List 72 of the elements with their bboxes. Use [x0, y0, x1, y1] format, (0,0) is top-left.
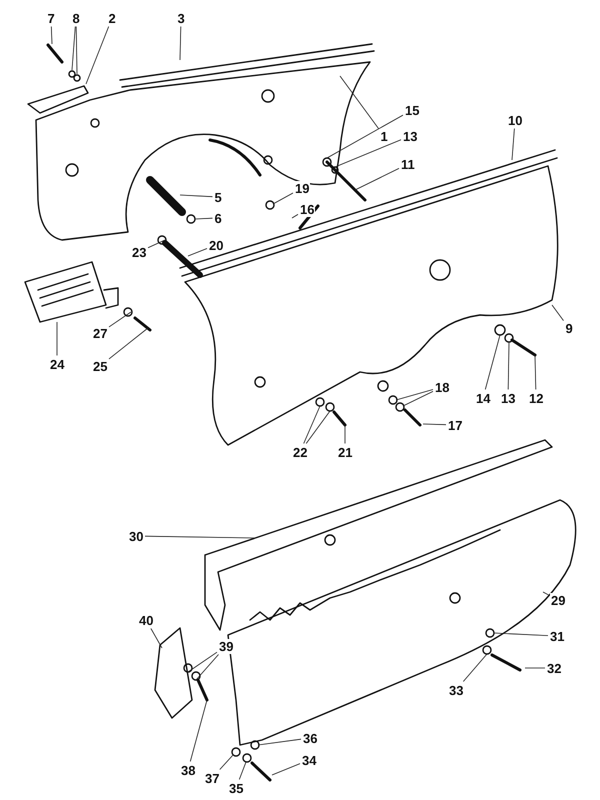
- leader-line: [326, 114, 404, 158]
- callout-number: 22: [292, 444, 308, 460]
- leader-line: [306, 410, 330, 444]
- callout-number: 25: [92, 358, 108, 374]
- leader-line: [508, 342, 510, 390]
- leader-line: [303, 406, 320, 444]
- leader-line: [534, 354, 536, 390]
- callout-number: 16: [299, 202, 316, 216]
- leader-line: [272, 192, 294, 204]
- leader-line: [512, 128, 515, 160]
- leader-line: [76, 26, 78, 74]
- leader-line: [258, 738, 302, 746]
- callout-number: 9: [564, 320, 574, 336]
- callout-number: 27: [92, 326, 108, 340]
- callout-number: 2: [108, 10, 117, 26]
- callout-number: 37: [204, 770, 220, 786]
- callout-number: 13: [500, 390, 516, 406]
- leader-line: [72, 26, 76, 70]
- callout-number: 34: [301, 752, 318, 768]
- callout-number: 21: [337, 444, 354, 460]
- callout-number: 38: [180, 762, 196, 778]
- callout-number: 19: [294, 180, 310, 196]
- callout-number: 35: [228, 780, 244, 796]
- callout-number: 8: [72, 10, 81, 26]
- leader-line: [50, 26, 52, 44]
- callout-number: 24: [49, 356, 66, 372]
- leader-line: [86, 26, 110, 84]
- leader-line: [188, 248, 208, 256]
- callout-number: 23: [131, 244, 148, 260]
- leader-line: [402, 391, 434, 406]
- leader-line: [144, 536, 256, 538]
- leader-line: [188, 652, 218, 672]
- leader-line: [180, 194, 213, 198]
- leader-line: [56, 322, 58, 356]
- callout-number: 13: [402, 128, 418, 144]
- leader-line: [150, 628, 162, 648]
- leader-line: [219, 754, 234, 770]
- leader-line: [196, 654, 219, 680]
- callout-number: 6: [214, 210, 223, 226]
- callout-number: 33: [448, 682, 464, 698]
- leader-line: [494, 632, 548, 636]
- leader-line: [334, 139, 402, 168]
- leader-line: [462, 654, 488, 682]
- leader-line: [238, 762, 246, 780]
- callout-number: 39: [218, 638, 234, 654]
- leader-line: [148, 240, 166, 248]
- callout-number: 40: [138, 612, 154, 628]
- leader-line: [190, 700, 208, 762]
- callout-number: 32: [546, 660, 562, 676]
- leader-line: [272, 763, 300, 776]
- leader-line: [542, 592, 550, 596]
- callout-number: 18: [434, 380, 450, 394]
- leader-line: [180, 26, 182, 60]
- callout-number: 36: [302, 730, 318, 746]
- leader-line: [344, 424, 346, 444]
- leader-line: [422, 424, 446, 426]
- callout-number: 20: [208, 238, 224, 252]
- leader-line: [354, 168, 400, 190]
- leader-line: [292, 214, 298, 218]
- leader-line: [340, 76, 379, 129]
- callout-number: 10: [507, 112, 524, 128]
- callout-number: 30: [128, 528, 144, 544]
- callout-number: 29: [550, 592, 566, 608]
- leader-line: [484, 334, 500, 390]
- callout-number: 31: [549, 628, 566, 644]
- leader-line: [108, 312, 132, 328]
- leader-line: [108, 328, 148, 360]
- leader-line: [396, 389, 434, 400]
- callout-number: 3: [176, 10, 186, 26]
- leader-line: [552, 304, 564, 321]
- leader-line: [194, 218, 213, 220]
- callout-number: 12: [528, 390, 544, 406]
